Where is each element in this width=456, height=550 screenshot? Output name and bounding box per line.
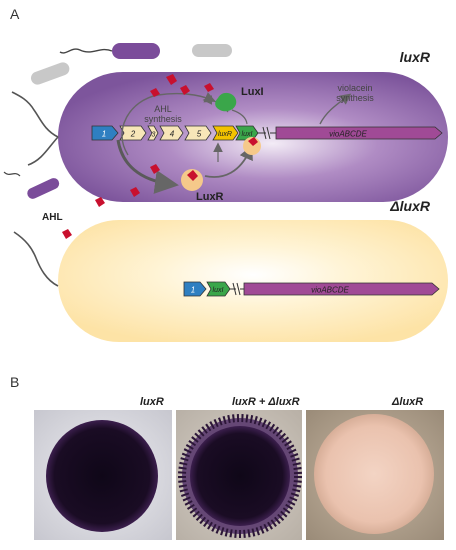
operon-vioABCDE-label: vioABCDE bbox=[329, 130, 367, 139]
colony-photo-luxR bbox=[34, 410, 172, 540]
gene-1-label: 1 bbox=[102, 130, 106, 139]
violacein-synthesis-arrow bbox=[319, 93, 352, 125]
gene-5-label: 5 bbox=[197, 130, 202, 139]
violacein-synthesis-label-1: violacein bbox=[337, 83, 372, 93]
ahl-synthesis-label-1: AHL bbox=[154, 104, 172, 114]
ahl-molecule bbox=[150, 164, 160, 174]
delta-luxR-cell bbox=[13, 220, 448, 342]
luxR-activation-arrow bbox=[204, 145, 253, 178]
delta-luxR-strain-label: ΔluxR bbox=[389, 198, 431, 214]
luxR-protein-label: LuxR bbox=[196, 191, 224, 203]
bottom-operon-vioABCDE-label: vioABCDE bbox=[311, 286, 349, 295]
luxI-gene-to-protein-arrow bbox=[231, 109, 248, 125]
violacein-synthesis-label-2: synthesis bbox=[336, 93, 374, 103]
photo-label-delta-luxR: ΔluxR bbox=[392, 396, 424, 408]
luxR-ahl-complex bbox=[243, 137, 261, 155]
lux-transcription-arrow bbox=[116, 139, 179, 194]
floating-bacterium-purple-top bbox=[59, 43, 160, 59]
colony-photo-delta-luxR bbox=[306, 410, 444, 540]
colony-photo-mixed bbox=[176, 410, 302, 540]
bottom-gene-1-label: 1 bbox=[191, 286, 195, 295]
ahl-molecule bbox=[180, 85, 190, 95]
luxR-protein: LuxR bbox=[181, 169, 224, 203]
quorum-sensing-diagram: 1 2 3 4 5 luxR luxI vioABCDE AHL synthes… bbox=[3, 43, 448, 342]
gene-luxI-label: luxI bbox=[242, 131, 253, 138]
floating-bacterium-purple-bottom bbox=[3, 171, 60, 199]
floating-bacterium-gray-top bbox=[192, 44, 232, 57]
ahl-molecule bbox=[130, 187, 140, 197]
bottom-gene-track: 1 luxI vioABCDE bbox=[183, 281, 440, 297]
bottom-gene-luxI-label: luxI bbox=[213, 287, 224, 294]
ahl-molecule bbox=[62, 229, 72, 239]
photo-label-luxR: luxR bbox=[140, 396, 164, 408]
ahl-synthesis-label-2: synthesis bbox=[144, 114, 182, 124]
ahl-molecule bbox=[150, 88, 160, 97]
ahl-molecule bbox=[166, 74, 177, 85]
luxI-protein-label: LuxI bbox=[241, 86, 264, 98]
luxR-strain-label: luxR bbox=[400, 49, 431, 65]
ahl-molecule bbox=[95, 197, 105, 207]
gene-luxR-label: luxR bbox=[218, 131, 232, 138]
panel-b-letter: B bbox=[10, 374, 20, 390]
gene-4-label: 4 bbox=[170, 130, 175, 139]
ahl-molecule bbox=[204, 83, 214, 92]
panel-a-letter: A bbox=[10, 6, 20, 22]
colony-photographs bbox=[34, 410, 444, 540]
luxI-protein: LuxI bbox=[215, 86, 264, 112]
gene-3-label: 3 bbox=[152, 132, 156, 139]
floating-bacterium-gray-left bbox=[30, 62, 70, 85]
gene-2-label: 2 bbox=[130, 130, 136, 139]
top-gene-track: 1 2 3 4 5 luxR luxI vioABCDE bbox=[91, 125, 443, 141]
photo-label-mixed: luxR + ΔluxR bbox=[232, 396, 300, 408]
ahl-label: AHL bbox=[42, 212, 63, 223]
